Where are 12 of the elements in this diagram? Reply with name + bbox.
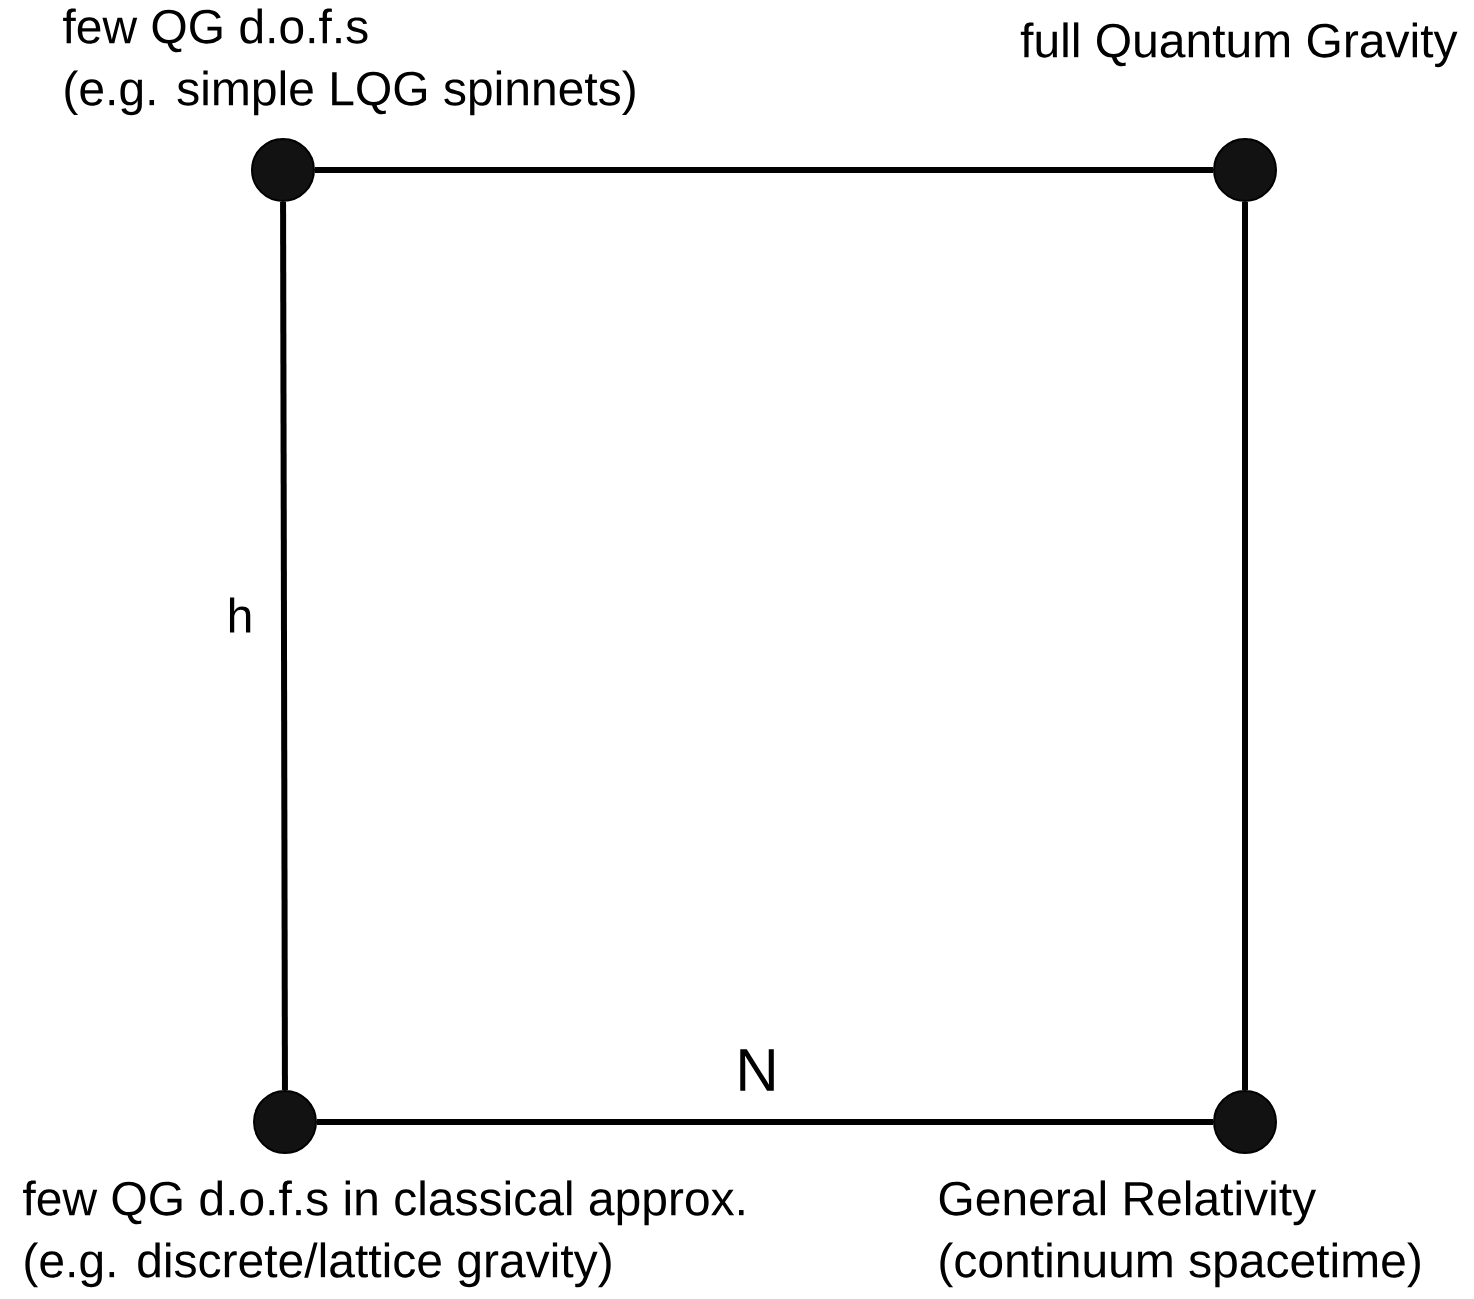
dot: [1213, 1090, 1277, 1154]
line: [1242, 202, 1248, 1090]
line: [280, 202, 288, 1090]
dot: [1213, 138, 1277, 202]
dot: [251, 138, 315, 202]
edge-label: N: [740, 1049, 774, 1091]
edge-label: h: [230, 597, 251, 633]
dot: [253, 1090, 317, 1154]
caption-text: General Relativity (continuum spacetime): [939, 1180, 1420, 1288]
caption-text: full Quantum Gravity: [1020, 22, 1458, 68]
caption-text: few QG d.o.f.s in classical approx. (e.g. discrete/lattice gravity): [23, 1180, 744, 1288]
caption-text: few QG d.o.f.s (e.g. simple LQG spinnets): [63, 8, 635, 116]
